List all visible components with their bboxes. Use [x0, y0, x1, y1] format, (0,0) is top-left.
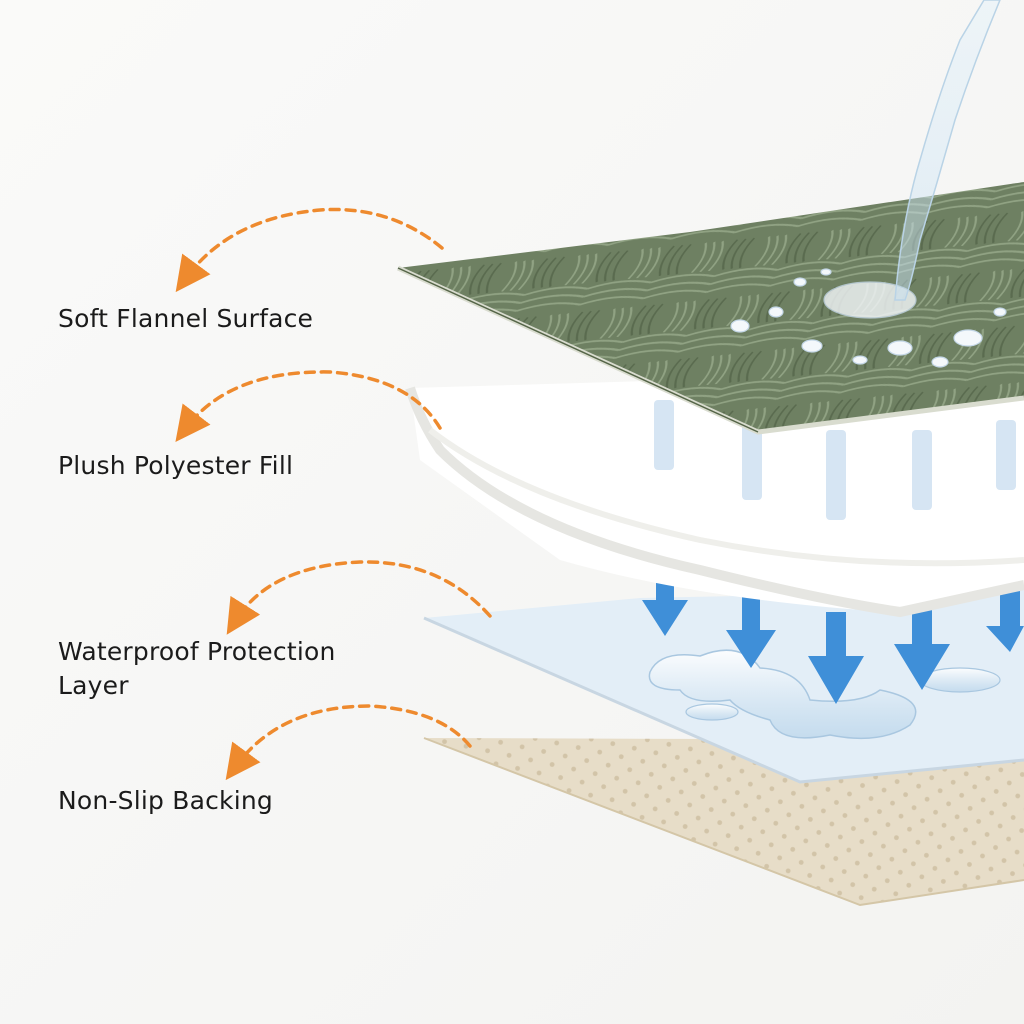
label-plush-polyester-fill: Plush Polyester Fill	[58, 451, 294, 480]
waterproof-layer	[423, 590, 1024, 784]
callout-arrows	[175, 207, 492, 781]
blue-down-arrow-icon	[642, 562, 688, 636]
orange-dashed-curved-arrow-icon	[225, 704, 472, 781]
orange-dashed-curved-arrow-icon	[175, 207, 444, 293]
polyester-fill-layer	[405, 370, 1024, 618]
label-soft-flannel-surface: Soft Flannel Surface	[58, 304, 314, 333]
blue-down-arrow-icon	[986, 590, 1024, 652]
label-waterproof-protection-layer: Waterproof Protection Layer	[58, 637, 336, 700]
orange-dashed-curved-arrow-icon	[175, 370, 442, 442]
non-slip-backing-layer	[423, 737, 1024, 907]
label-non-slip-backing: Non-Slip Backing	[58, 786, 273, 815]
flannel-surface-layer	[396, 0, 1024, 435]
blue-down-arrow-icon	[808, 612, 864, 704]
water-droplets	[730, 268, 1007, 368]
water-flow-arrows	[642, 562, 1024, 704]
blue-down-arrow-icon	[894, 600, 950, 690]
blue-down-arrow-icon	[726, 592, 776, 668]
orange-dashed-curved-arrow-icon	[226, 560, 492, 635]
water-pour-icon	[894, 0, 1001, 301]
